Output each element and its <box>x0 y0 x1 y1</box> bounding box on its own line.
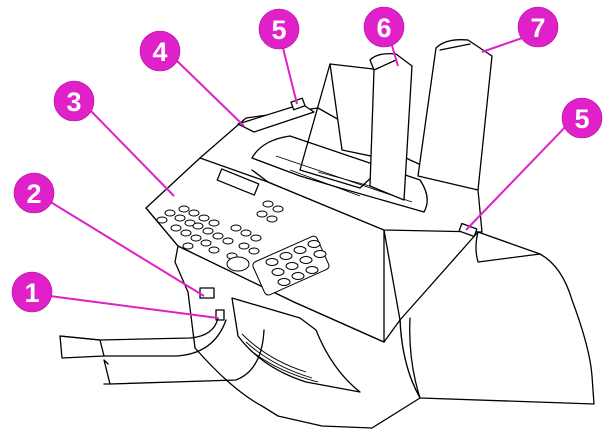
panel-keys <box>156 200 284 272</box>
callout-5-left-label: 5 <box>271 15 286 45</box>
machine-right-side <box>399 231 595 405</box>
callout-2: 2 <box>13 172 55 214</box>
callout-leaders <box>41 31 571 319</box>
callout-6: 6 <box>363 6 405 48</box>
leader-2 <box>43 197 205 297</box>
callout-7-label: 7 <box>530 13 545 43</box>
callout-1: 1 <box>11 271 53 313</box>
callout-3-label: 3 <box>66 87 81 117</box>
callout-5-right-label: 5 <box>574 104 589 134</box>
callout-4: 4 <box>139 30 181 72</box>
one-touch-keypad <box>252 235 330 296</box>
callout-5-right: 5 <box>561 97 603 139</box>
phone-cord <box>103 329 265 385</box>
paper-input-tray <box>417 39 493 191</box>
document-slot <box>251 135 428 213</box>
callout-5-left: 5 <box>258 8 300 50</box>
lcd-display <box>216 168 260 196</box>
callout-7: 7 <box>517 6 559 48</box>
leader-4 <box>173 57 245 127</box>
leader-5b <box>465 121 571 231</box>
callout-2-label: 2 <box>26 179 41 209</box>
callout-3: 3 <box>53 80 95 122</box>
leader-7 <box>481 35 529 53</box>
leader-1 <box>41 294 219 319</box>
power-switch <box>215 309 225 321</box>
fax-machine-illustration <box>59 39 595 429</box>
machine-front-body <box>174 245 421 429</box>
feeder-plate <box>237 103 315 133</box>
leader-3 <box>87 107 175 197</box>
callout-1-label: 1 <box>24 278 39 308</box>
line-jack <box>199 287 215 299</box>
callout-4-label: 4 <box>152 37 167 67</box>
power-cord <box>59 317 227 359</box>
callout-6-label: 6 <box>376 13 391 43</box>
document-input-tray <box>369 52 413 201</box>
